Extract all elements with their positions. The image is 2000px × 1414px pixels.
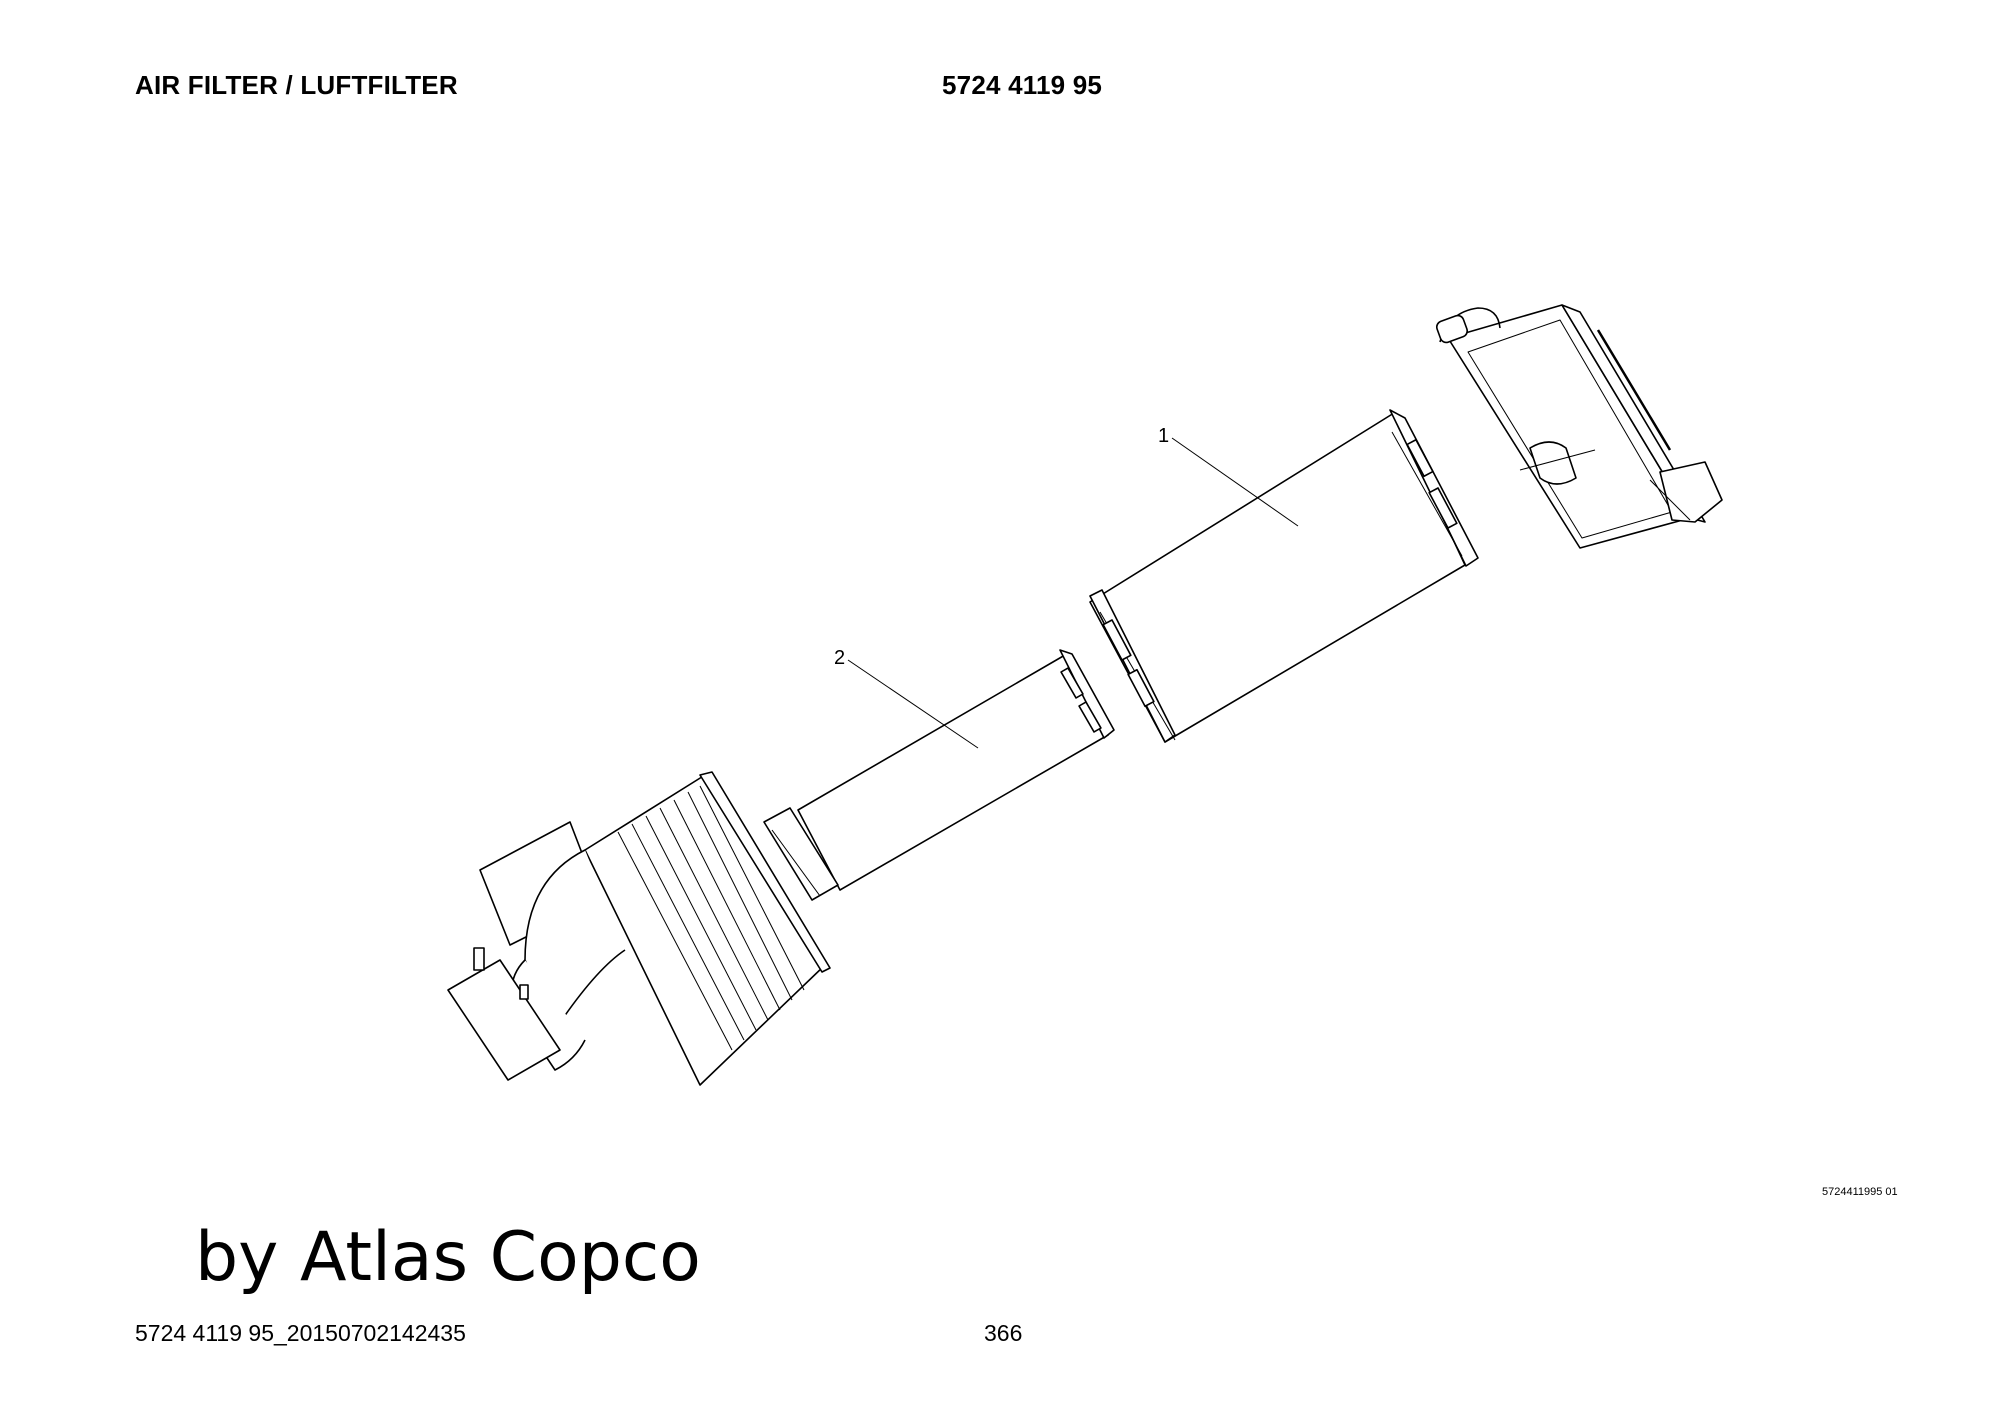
- leader-line-1: [1171, 437, 1299, 527]
- housing-cover: [1435, 304, 1723, 549]
- callout-1: 1: [1158, 425, 1169, 447]
- part-number: 5724 4119 95: [942, 70, 1103, 100]
- brand-watermark: by Atlas Copco: [195, 1218, 701, 1297]
- page-number: 366: [984, 1320, 1023, 1346]
- page-title: AIR FILTER / LUFTFILTER: [135, 70, 458, 100]
- filter-element-primary: [1089, 409, 1479, 743]
- housing-body: [447, 771, 831, 1086]
- leader-line-2: [847, 659, 979, 749]
- filter-element-secondary: [763, 649, 1115, 901]
- drawing-reference: 5724411995 01: [1822, 1186, 1898, 1198]
- callout-2: 2: [834, 647, 845, 669]
- housing-ribs: [617, 785, 805, 1051]
- footer-document-id: 5724 4119 95_20150702142435: [135, 1320, 466, 1346]
